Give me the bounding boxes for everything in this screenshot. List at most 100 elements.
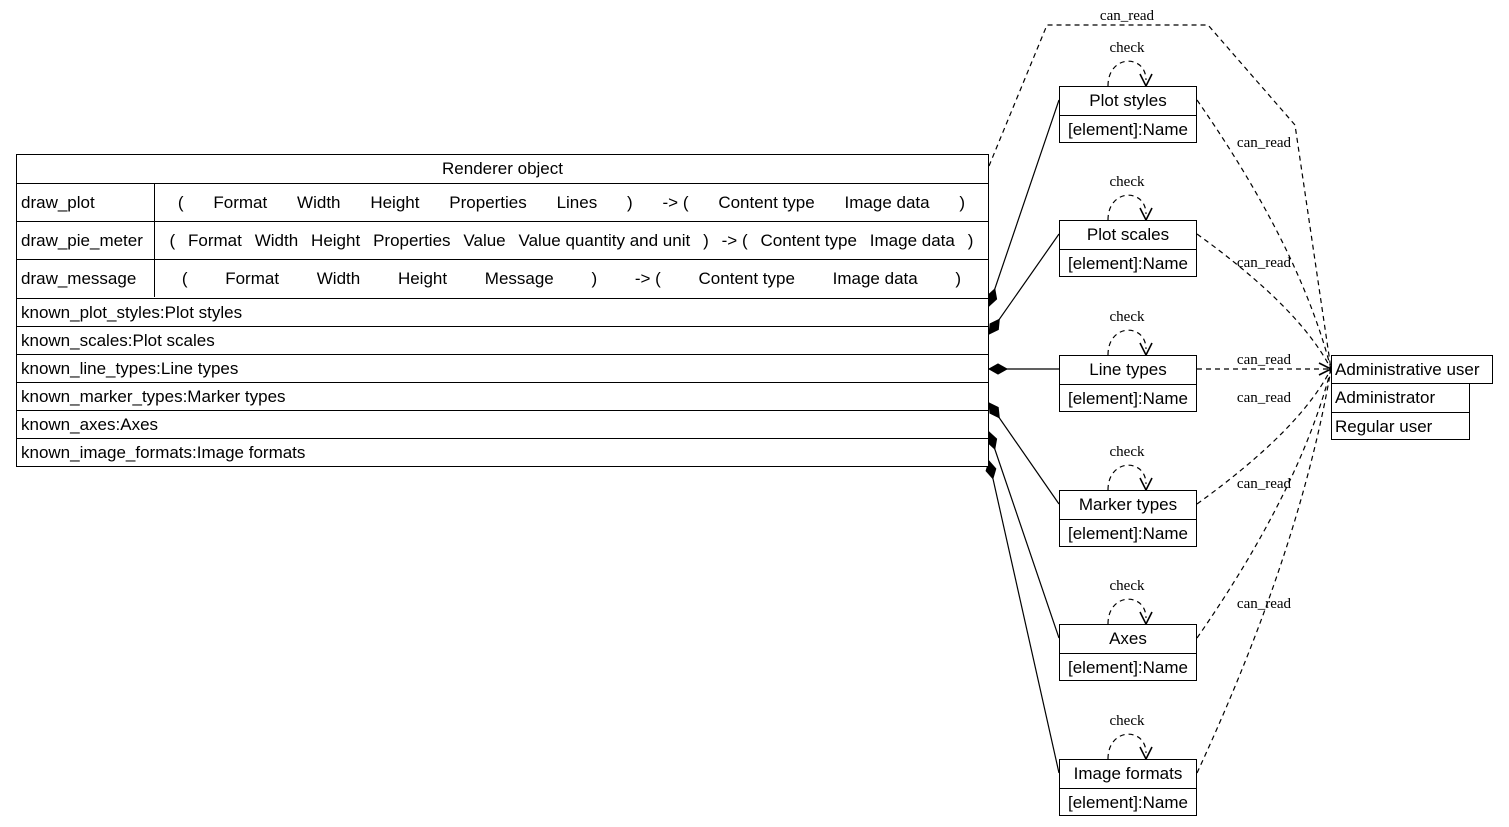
type-title: Axes [1109, 629, 1147, 648]
type-title: Plot scales [1086, 225, 1170, 244]
paren-close: ) [591, 268, 598, 288]
composition-edge-axes [988, 431, 1060, 639]
arg: Format [187, 230, 242, 250]
self-loop-label: check [1110, 444, 1145, 460]
method-name: draw_message [17, 260, 155, 297]
roles-list-node: Administrator Regular user [1331, 383, 1470, 440]
can-read-edge-renderer [988, 24, 1332, 370]
can-read-label: can_read [1237, 596, 1292, 612]
type-field: [element]:Name [1060, 653, 1196, 681]
type-node-plot-styles: Plot styles [element]:Name [1059, 86, 1197, 143]
return-value: Content type [698, 268, 795, 288]
composition-diamond-icon [987, 363, 1009, 375]
self-loop-check [1107, 464, 1147, 491]
can-read-label: can_read [1237, 352, 1292, 368]
type-field: [element]:Name [1060, 788, 1196, 816]
self-loop-check [1107, 60, 1147, 87]
renderer-object-title: Renderer object [442, 159, 563, 178]
composition-edge-marker-types [988, 402, 1060, 505]
attribute-known-line-types: known_line_types:Line types [17, 354, 988, 382]
method-name: draw_pie_meter [17, 222, 155, 259]
self-loop-label: check [1110, 713, 1145, 729]
arg: Properties [373, 230, 451, 250]
method-name: draw_plot [17, 184, 155, 221]
arg: Message [484, 268, 554, 288]
composition-edge-image-formats [988, 460, 1060, 774]
roles-title: Administrative user [1335, 360, 1480, 379]
type-title: Image formats [1073, 764, 1183, 783]
arg: Value quantity and unit [518, 230, 691, 250]
role-administrator: Administrator [1335, 388, 1436, 407]
can-read-label: can_read [1100, 8, 1155, 24]
type-field: [element]:Name [1060, 115, 1196, 143]
type-node-marker-types: Marker types [element]:Name [1059, 490, 1197, 547]
method-signature: ( Format Width Height Properties Lines )… [155, 184, 988, 221]
self-loop-label: check [1110, 40, 1145, 56]
attribute-known-marker-types: known_marker_types:Marker types [17, 382, 988, 410]
method-row-draw-plot: draw_plot ( Format Width Height Properti… [17, 183, 988, 221]
arg: Height [370, 192, 420, 212]
arg: Width [254, 230, 299, 250]
can-read-edge-axes [1196, 368, 1332, 639]
type-node-plot-scales: Plot scales [element]:Name [1059, 220, 1197, 277]
composition-edge-plot-styles [988, 99, 1060, 307]
type-node-axes: Axes [element]:Name [1059, 624, 1197, 681]
return-value: Content type [718, 192, 815, 212]
paren-open: ( [181, 268, 188, 288]
arg: Properties [449, 192, 527, 212]
arg: Format [225, 268, 280, 288]
can-read-label: can_read [1237, 255, 1292, 271]
attribute-known-axes: known_axes:Axes [17, 410, 988, 438]
arg: Height [311, 230, 361, 250]
role-regular-user: Regular user [1332, 412, 1469, 440]
self-loop-label: check [1110, 578, 1145, 594]
type-title: Line types [1089, 360, 1167, 379]
can-read-label: can_read [1237, 390, 1292, 406]
arg: Width [316, 268, 361, 288]
can-read-edge-image-formats [1196, 368, 1332, 774]
type-node-line-types: Line types [element]:Name [1059, 355, 1197, 412]
renderer-object-node: Renderer object draw_plot ( Format Width… [16, 154, 989, 467]
paren-open: ( [177, 192, 184, 212]
type-title: Marker types [1078, 495, 1178, 514]
return-value: Image data [832, 268, 918, 288]
arg: Value [463, 230, 506, 250]
self-loop-label: check [1110, 174, 1145, 190]
self-loop-check [1107, 733, 1147, 760]
can-read-edge-marker-types [1196, 368, 1332, 505]
paren-close: ) [627, 192, 633, 212]
arg: Height [397, 268, 448, 288]
composition-diamond-icon [988, 402, 1000, 419]
return-arrow: -> ( [721, 230, 748, 250]
self-loop-label: check [1110, 309, 1145, 325]
attribute-known-scales: known_scales:Plot scales [17, 326, 988, 354]
attribute-known-plot-styles: known_plot_styles:Plot styles [17, 298, 988, 326]
arg: Format [213, 192, 268, 212]
return-value: Image data [844, 192, 930, 212]
return-arrow: -> ( [634, 268, 661, 288]
can-read-edge-plot-styles [1196, 99, 1332, 370]
paren-close: ) [967, 230, 974, 250]
can-read-edge-plot-scales [1196, 233, 1332, 370]
paren-open: ( [169, 230, 176, 250]
paren-close: ) [959, 192, 966, 212]
method-row-draw-message: draw_message ( Format Width Height Messa… [17, 259, 988, 297]
paren-close: ) [703, 230, 709, 250]
type-field: [element]:Name [1060, 384, 1196, 412]
method-signature: ( Format Width Height Properties Value V… [155, 222, 988, 259]
paren-close: ) [955, 268, 962, 288]
can-read-label: can_read [1237, 135, 1292, 151]
type-title: Plot styles [1089, 91, 1167, 110]
return-arrow: -> ( [662, 192, 689, 212]
composition-diamond-icon [988, 318, 1000, 335]
arg: Lines [556, 192, 598, 212]
return-value: Content type [760, 230, 857, 250]
self-loop-check [1107, 329, 1147, 356]
type-field: [element]:Name [1060, 249, 1196, 277]
type-field: [element]:Name [1060, 519, 1196, 547]
type-node-image-formats: Image formats [element]:Name [1059, 759, 1197, 816]
self-loop-check [1107, 598, 1147, 625]
method-signature: ( Format Width Height Message ) -> ( Con… [155, 260, 988, 297]
method-row-draw-pie-meter: draw_pie_meter ( Format Width Height Pro… [17, 221, 988, 259]
